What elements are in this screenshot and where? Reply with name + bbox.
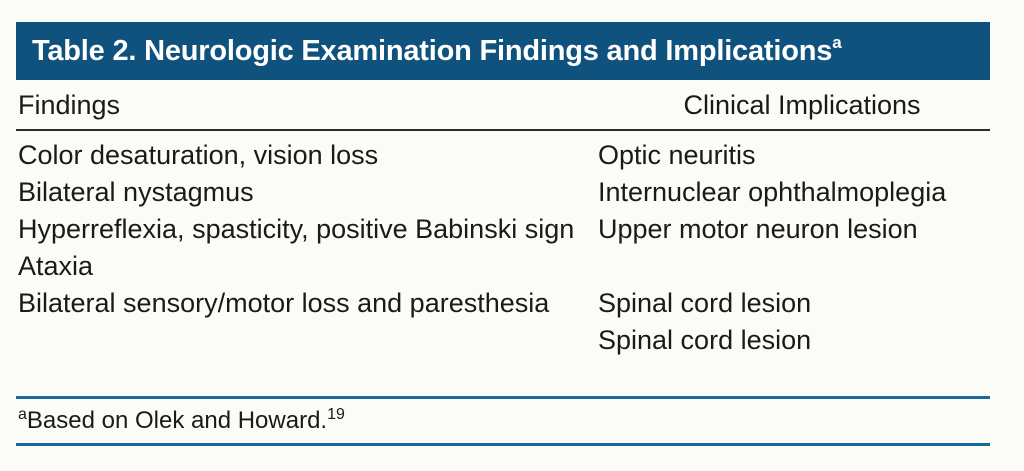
table-footnote: aBased on Olek and Howard.19 xyxy=(18,404,345,438)
footnote-bottom-rule xyxy=(16,443,990,446)
footnote-top-rule xyxy=(16,396,990,399)
column-header-findings: Findings xyxy=(18,90,121,120)
table-row: Bilateral nystagmus xyxy=(18,177,254,207)
table-body: Color desaturation, vision loss Bilatera… xyxy=(16,137,1024,359)
table-row: Upper motor neuron lesion xyxy=(598,214,918,244)
table-row: Spinal cord lesion xyxy=(598,325,812,355)
table-row: Color desaturation, vision loss xyxy=(18,140,379,170)
footnote-reference-number: 19 xyxy=(327,406,345,423)
table-row: Bilateral sensory/motor loss and paresth… xyxy=(18,288,550,318)
table-title-bar: Table 2. Neurologic Examination Findings… xyxy=(16,22,990,80)
table-row: Hyperreflexia, spasticity, positive Babi… xyxy=(18,214,575,244)
table-row: Ataxia xyxy=(18,251,94,281)
header-divider-rule xyxy=(16,129,990,131)
footnote-text: Based on Olek and Howard. xyxy=(26,407,328,434)
table-row: Optic neuritis xyxy=(598,140,756,170)
column-header-row: Findings Clinical Implications xyxy=(16,88,1024,130)
table-title: Table 2. Neurologic Examination Findings… xyxy=(16,34,842,67)
footnote-marker: a xyxy=(18,406,27,423)
table-row: Internuclear ophthalmoplegia xyxy=(598,177,947,207)
findings-column: Color desaturation, vision loss Bilatera… xyxy=(16,137,598,359)
implications-column: Optic neuritis Internuclear ophthalmople… xyxy=(598,137,1024,359)
column-header-clinical-implications: Clinical Implications xyxy=(683,90,921,120)
table-title-footnote-marker: a xyxy=(832,32,842,52)
table-title-text: Table 2. Neurologic Examination Findings… xyxy=(32,34,833,67)
table-row: Spinal cord lesion xyxy=(598,288,812,318)
